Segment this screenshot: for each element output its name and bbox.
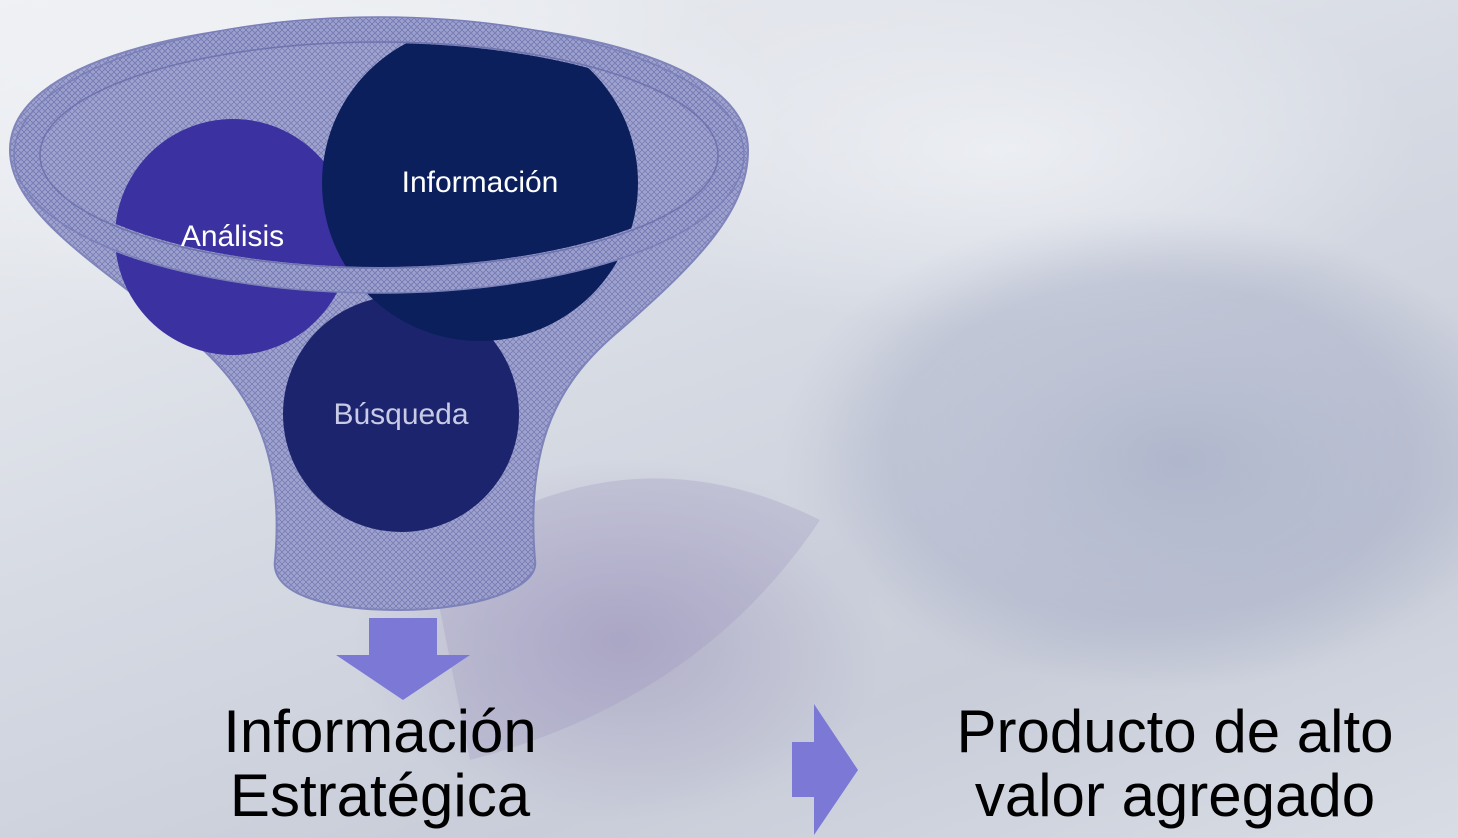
busqueda-label: Búsqueda bbox=[333, 398, 469, 431]
funnel-rim-inner bbox=[39, 41, 719, 269]
output-informacion-estrategica: Información Estratégica bbox=[223, 698, 537, 829]
funnel-rim-outer bbox=[14, 17, 744, 293]
right-arrow-icon bbox=[792, 704, 858, 835]
analisis-circle bbox=[115, 119, 351, 355]
output-producto-valor-agregado: Producto de alto valor agregado bbox=[956, 698, 1394, 829]
busqueda-circle bbox=[283, 296, 519, 532]
informacion-label: Información bbox=[401, 166, 559, 199]
down-arrow-icon bbox=[336, 618, 470, 700]
funnel-rim-edge bbox=[13, 16, 745, 294]
analisis-label: Análisis bbox=[180, 220, 285, 253]
